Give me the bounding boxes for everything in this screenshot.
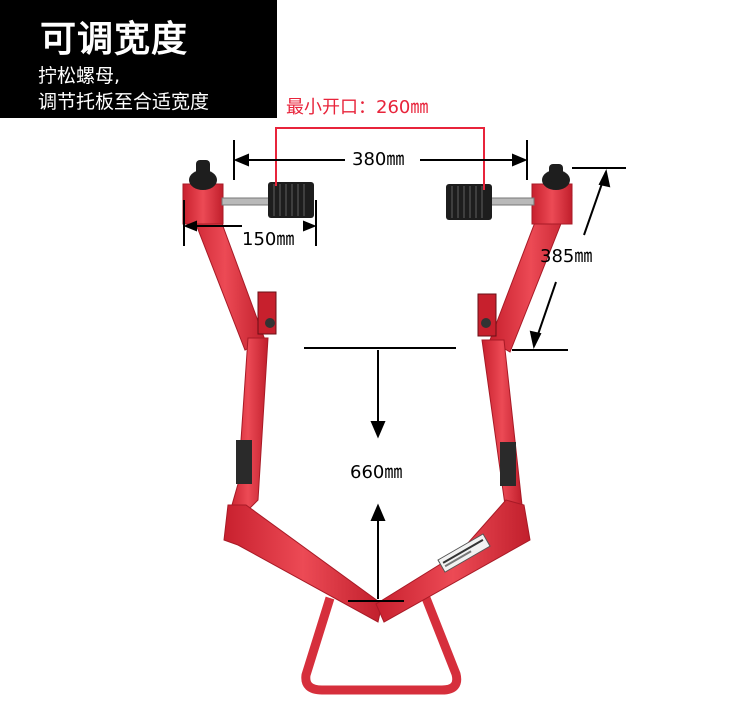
dimension-depth-660 [304, 347, 456, 602]
title-subtitle-line2: 调节托板至合适宽度 [38, 91, 210, 113]
dimension-min-opening [275, 127, 485, 190]
title-banner: 可调宽度 拧松螺母, 调节托板至合适宽度 [0, 0, 277, 118]
stand-handle-loop [301, 596, 462, 695]
depth-660-label: 660㎜ [350, 462, 403, 483]
title-main: 可调宽度 [40, 19, 189, 60]
stand-frame [184, 182, 573, 623]
dimension-height-385 [512, 167, 626, 351]
width-380-label: 380㎜ [352, 149, 405, 170]
height-385-label: 385㎜ [540, 246, 593, 267]
dimension-width-380 [233, 140, 528, 180]
right-cradle-assembly [446, 164, 573, 225]
dimension-arm-150 [183, 200, 317, 246]
arm-150-label: 150㎜ [242, 229, 295, 250]
min-opening-label: 最小开口：260㎜ [286, 97, 429, 118]
left-cradle-assembly [182, 160, 314, 225]
title-subtitle-line1: 拧松螺母, [38, 65, 121, 87]
